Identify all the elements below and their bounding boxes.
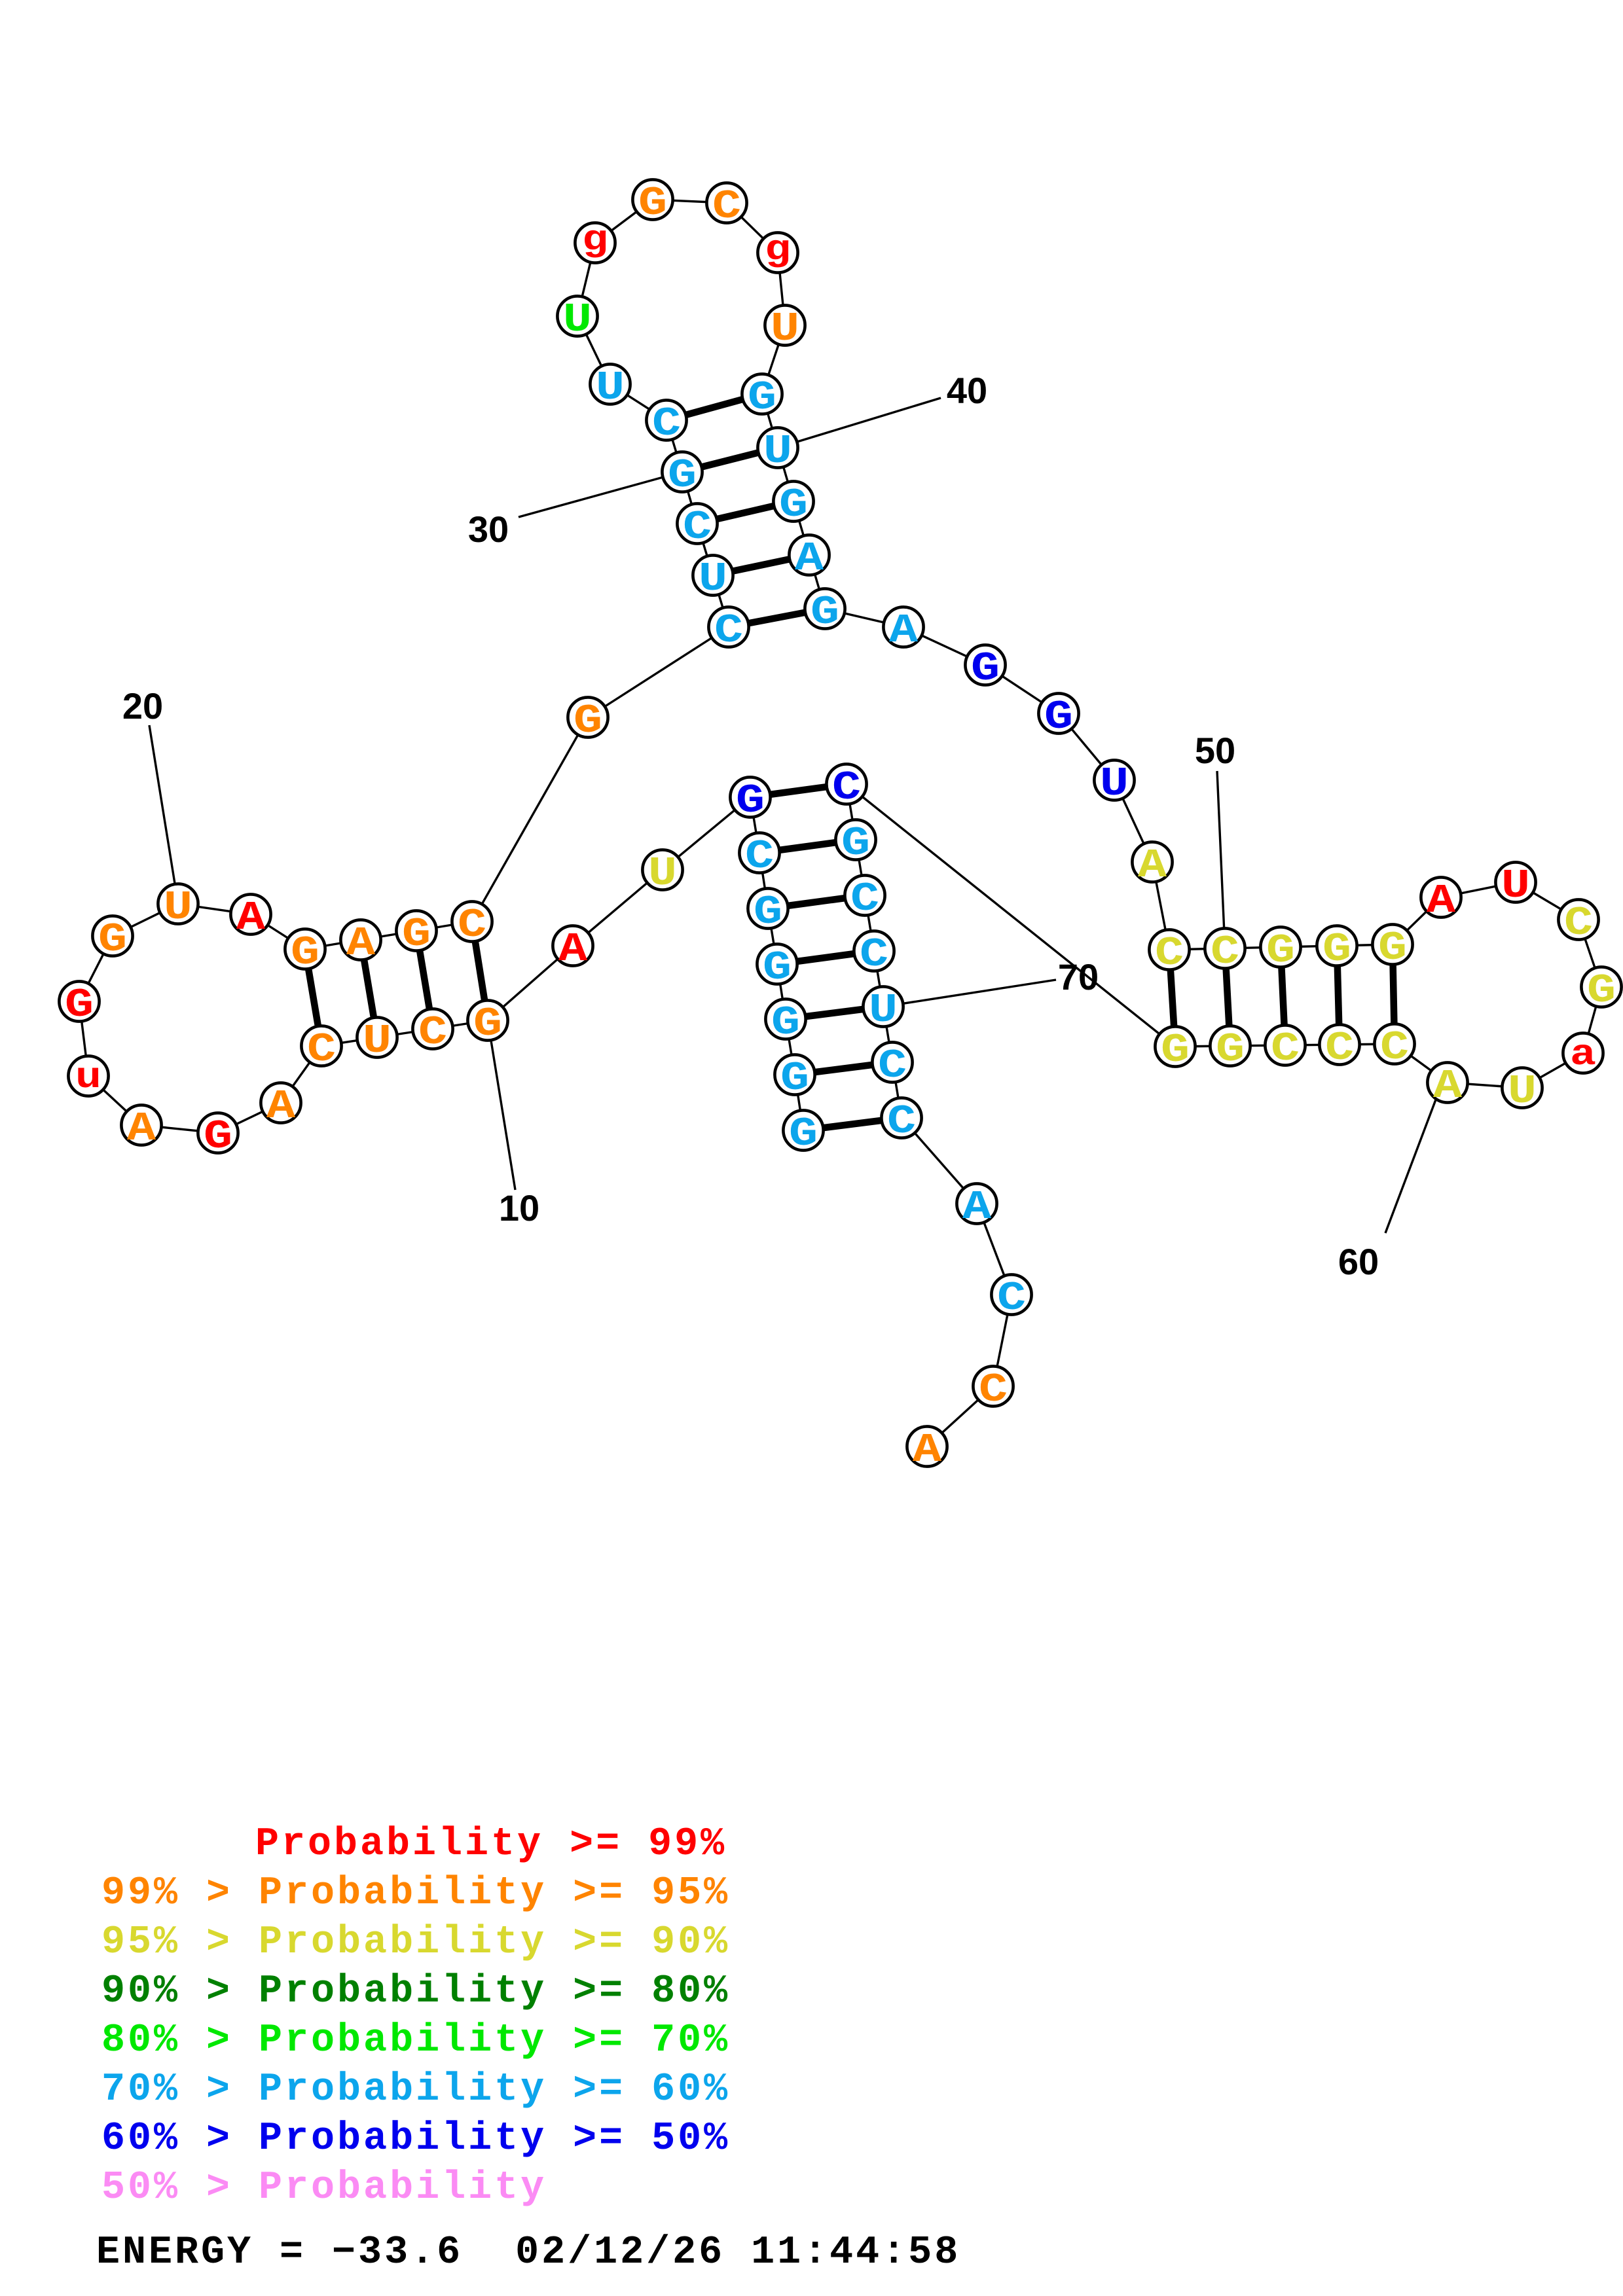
- svg-text:ENERGY = −33.6 02/12/26 11:44: ENERGY = −33.6 02/12/26 11:44:58: [96, 2231, 960, 2275]
- svg-text:C: C: [652, 401, 681, 447]
- svg-text:C: C: [1380, 1024, 1409, 1071]
- svg-text:70% > Probability >= 60%: 70% > Probability >= 60%: [101, 2068, 730, 2112]
- svg-text:A: A: [558, 926, 588, 973]
- svg-text:C: C: [1155, 930, 1184, 977]
- svg-text:C: C: [1271, 1026, 1300, 1072]
- svg-text:C: C: [887, 1098, 916, 1145]
- svg-text:80% > Probability >= 70%: 80% > Probability >= 70%: [101, 2018, 730, 2063]
- svg-text:G: G: [841, 820, 870, 867]
- svg-text:G: G: [780, 1055, 809, 1102]
- svg-text:G: G: [574, 698, 602, 744]
- svg-text:60% > Probability >= 50%: 60% > Probability >= 50%: [101, 2117, 730, 2161]
- svg-text:70: 70: [1058, 956, 1099, 997]
- svg-text:C: C: [860, 931, 888, 978]
- svg-text:A: A: [795, 535, 824, 582]
- svg-text:U: U: [771, 306, 799, 352]
- svg-text:G: G: [754, 889, 782, 935]
- svg-text:C: C: [683, 504, 712, 550]
- svg-text:C: C: [458, 902, 486, 948]
- svg-text:G: G: [1044, 694, 1073, 740]
- svg-text:A: A: [962, 1184, 992, 1230]
- svg-text:A: A: [1427, 878, 1456, 924]
- svg-text:G: G: [779, 482, 808, 528]
- svg-text:U: U: [363, 1018, 392, 1064]
- svg-text:A: A: [236, 895, 266, 941]
- svg-text:G: G: [789, 1111, 818, 1157]
- svg-text:G: G: [402, 911, 431, 958]
- svg-text:C: C: [878, 1043, 907, 1089]
- svg-text:C: C: [418, 1009, 447, 1056]
- svg-text:G: G: [971, 645, 1000, 692]
- svg-text:U: U: [869, 987, 898, 1033]
- svg-text:A: A: [266, 1083, 296, 1130]
- svg-text:A: A: [889, 607, 919, 654]
- svg-text:U: U: [164, 884, 192, 931]
- svg-text:90% > Probability >= 80%: 90% > Probability >= 80%: [101, 1969, 730, 2014]
- svg-text:U: U: [563, 296, 592, 343]
- svg-text:G: G: [1161, 1027, 1190, 1073]
- svg-text:U: U: [1100, 761, 1129, 807]
- svg-text:60: 60: [1338, 1241, 1379, 1282]
- svg-text:40: 40: [947, 370, 987, 411]
- svg-text:A: A: [346, 920, 376, 967]
- svg-text:a: a: [1570, 1033, 1596, 1075]
- svg-text:G: G: [1587, 967, 1616, 1014]
- svg-text:C: C: [1564, 900, 1593, 946]
- svg-text:G: G: [763, 944, 792, 991]
- svg-text:10: 10: [499, 1187, 539, 1229]
- svg-text:C: C: [850, 876, 879, 922]
- svg-text:G: G: [811, 589, 839, 636]
- svg-text:U: U: [763, 428, 792, 475]
- svg-text:G: G: [65, 982, 94, 1028]
- svg-text:50% > Probability: 50% > Probability: [101, 2166, 547, 2210]
- svg-text:C: C: [832, 764, 861, 811]
- svg-text:20: 20: [122, 685, 163, 726]
- svg-text:C: C: [997, 1275, 1026, 1321]
- svg-text:95% > Probability >= 90%: 95% > Probability >= 90%: [101, 1920, 730, 1965]
- svg-text:50: 50: [1195, 730, 1235, 771]
- svg-text:G: G: [668, 452, 697, 499]
- svg-text:G: G: [291, 929, 319, 976]
- svg-text:G: G: [204, 1113, 232, 1160]
- svg-text:C: C: [307, 1026, 336, 1073]
- svg-text:u: u: [75, 1056, 101, 1098]
- svg-text:C: C: [714, 607, 743, 654]
- svg-text:U: U: [699, 556, 727, 602]
- svg-text:A: A: [1433, 1063, 1463, 1109]
- svg-text:G: G: [736, 778, 765, 824]
- svg-text:U: U: [648, 850, 677, 897]
- svg-text:G: G: [771, 999, 800, 1046]
- svg-text:G: G: [748, 374, 776, 421]
- svg-text:U: U: [1501, 863, 1530, 909]
- svg-text:C: C: [979, 1367, 1008, 1413]
- svg-text:99% > Probability >= 95%: 99% > Probability >= 95%: [101, 1871, 730, 1916]
- svg-text:G: G: [98, 916, 127, 963]
- svg-text:A: A: [127, 1105, 156, 1152]
- svg-text:G: G: [638, 180, 667, 226]
- svg-text:C: C: [712, 183, 741, 230]
- svg-text:G: G: [473, 1001, 502, 1047]
- svg-text:A: A: [1138, 842, 1167, 889]
- svg-text:C: C: [1325, 1025, 1354, 1071]
- svg-text:C: C: [745, 833, 774, 880]
- svg-text:G: G: [1216, 1026, 1245, 1073]
- svg-text:U: U: [1508, 1068, 1537, 1115]
- svg-text:G: G: [1266, 927, 1295, 974]
- svg-text:G: G: [1378, 925, 1407, 971]
- svg-text:A: A: [913, 1427, 942, 1473]
- svg-text:Probability >= 99%: Probability >= 99%: [255, 1822, 727, 1867]
- svg-text:C: C: [1211, 929, 1239, 975]
- svg-text:g: g: [582, 219, 608, 261]
- svg-text:U: U: [596, 365, 625, 411]
- svg-text:g: g: [765, 229, 791, 271]
- svg-text:30: 30: [468, 509, 509, 550]
- svg-text:G: G: [1322, 926, 1351, 973]
